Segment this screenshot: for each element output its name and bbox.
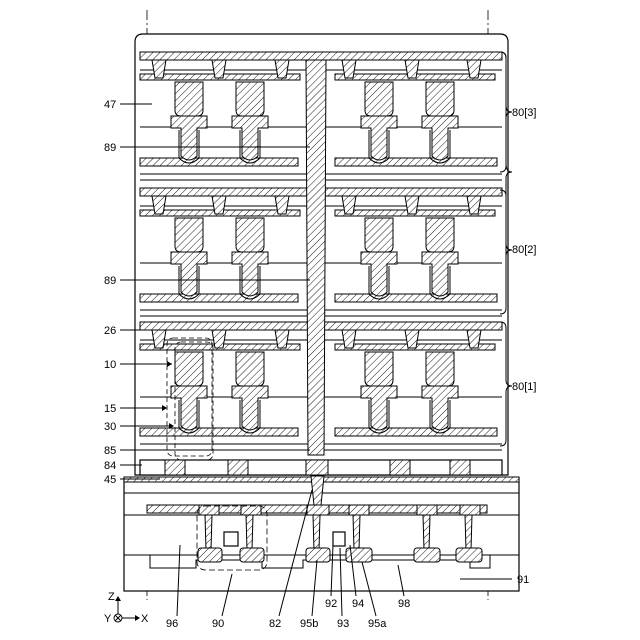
axis-x-label: X	[141, 613, 149, 625]
label-45: 45	[104, 474, 116, 486]
memory-cell-top	[175, 82, 203, 116]
tier-plug	[212, 60, 226, 78]
memory-cell-top	[365, 352, 393, 386]
label-80-2: 80[2]	[512, 244, 536, 256]
label-93: 93	[337, 618, 349, 630]
label-96: 96	[166, 618, 178, 630]
tier-plug	[342, 330, 356, 348]
label-82: 82	[269, 618, 281, 630]
label-85: 85	[104, 445, 116, 457]
tier-plug	[342, 60, 356, 78]
label-80-3: 80[3]	[512, 107, 536, 119]
tier-plug	[275, 330, 289, 348]
label-94: 94	[352, 598, 364, 610]
label-80-1: 80[1]	[512, 381, 536, 393]
layer-84	[140, 460, 502, 475]
memory-cell-top	[236, 218, 264, 252]
tier-plug	[275, 60, 289, 78]
tier-top-plate	[140, 52, 502, 60]
label-10: 10	[104, 359, 116, 371]
tier-plug	[212, 330, 226, 348]
label-30: 30	[104, 421, 116, 433]
tier-plug	[212, 196, 226, 214]
tier-plug	[467, 196, 481, 214]
tier-plug	[152, 196, 166, 214]
tier-bottom-bar	[335, 158, 497, 166]
tier-plug	[467, 330, 481, 348]
tier-plug	[275, 196, 289, 214]
label-95b: 95b	[300, 618, 318, 630]
tier-bottom-bar	[140, 158, 298, 166]
label-90: 90	[212, 618, 224, 630]
memory-cell-top	[236, 352, 264, 386]
memory-cell-top	[236, 82, 264, 116]
tier-plug	[405, 330, 419, 348]
central-plug	[306, 60, 326, 455]
memory-cell-top	[365, 82, 393, 116]
tier-plug	[405, 60, 419, 78]
axis-y-label: Y	[104, 613, 112, 625]
label-47: 47	[104, 99, 116, 111]
label-95a: 95a	[368, 618, 387, 630]
tier-plug	[342, 196, 356, 214]
tier-plug	[405, 196, 419, 214]
tier-plug	[152, 330, 166, 348]
memory-cell-top	[175, 218, 203, 252]
label-15: 15	[104, 403, 116, 415]
axis-indicator: Z Y X	[104, 591, 149, 625]
label-26: 26	[104, 325, 116, 337]
tier-plug	[467, 60, 481, 78]
memory-cell-top	[365, 218, 393, 252]
memory-cell-top	[426, 218, 454, 252]
label-89-mid: 89	[104, 275, 116, 287]
memory-cell-top	[426, 82, 454, 116]
tier-plug	[152, 60, 166, 78]
tier-bottom-bar	[335, 294, 497, 302]
label-98: 98	[398, 598, 410, 610]
tier-bottom-bar	[335, 428, 497, 436]
memory-cell-top	[175, 352, 203, 386]
label-89-top: 89	[104, 142, 116, 154]
axis-z-label: Z	[108, 591, 115, 603]
tier-bottom-bar	[140, 428, 298, 436]
tier-bottom-bar	[140, 294, 298, 302]
label-92: 92	[325, 598, 337, 610]
label-84: 84	[104, 460, 116, 472]
label-91: 91	[517, 574, 529, 586]
memory-cell-top	[426, 352, 454, 386]
